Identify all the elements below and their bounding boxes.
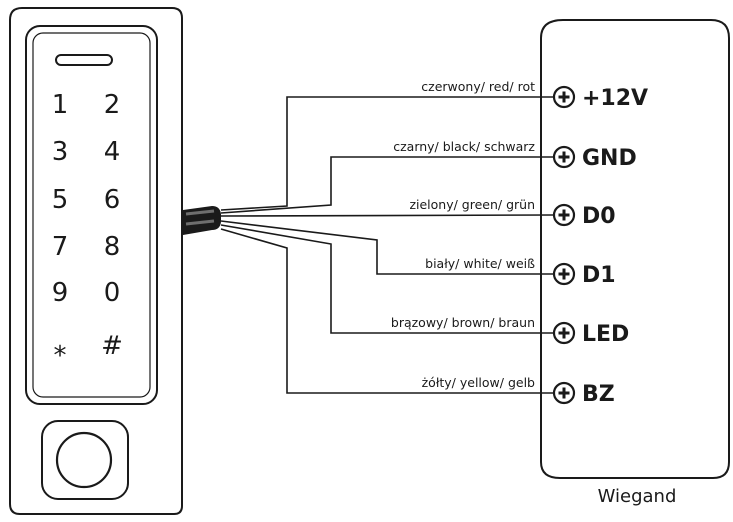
wire-label: zielony/ green/ grün [409, 197, 535, 212]
keypad-keys: 1 2 3 4 5 6 7 8 9 0 * # [52, 90, 123, 371]
fingerprint-window [41, 420, 129, 500]
wiegand-controller: Wiegand [540, 19, 730, 507]
keypad-key: # [101, 331, 123, 361]
status-led-slot [55, 54, 113, 66]
connection: zielony/ green/ grün D0 [220, 197, 616, 229]
wire-label: biały/ white/ weiß [425, 256, 535, 271]
terminal-label: BZ [582, 382, 615, 407]
wire [220, 214, 554, 217]
terminal-label: GND [582, 146, 637, 171]
keypad-key: 3 [52, 137, 69, 167]
terminal-label: +12V [582, 86, 648, 111]
screw-cross-icon [558, 327, 570, 339]
connection: biały/ white/ weiß D1 [220, 220, 616, 288]
controller-name: Wiegand [598, 486, 677, 507]
keypad-inner-face [32, 32, 151, 398]
connection: czarny/ black/ schwarz GND [220, 139, 637, 214]
keypad-key: 7 [52, 232, 69, 262]
keypad-key: 0 [104, 278, 121, 308]
keypad-key: 1 [52, 90, 69, 120]
wire [220, 96, 553, 211]
screw-cross-icon [558, 209, 570, 221]
connection: brązowy/ brown/ braun LED [220, 224, 629, 347]
terminal-label: LED [582, 322, 629, 347]
wire-label: brązowy/ brown/ braun [391, 315, 535, 330]
keypad-reader: 1 2 3 4 5 6 7 8 9 0 * # [9, 7, 183, 515]
screw-cross-icon [558, 387, 570, 399]
wire-label: czerwony/ red/ rot [421, 79, 535, 94]
wire-label: żółty/ yellow/ gelb [422, 375, 535, 390]
cable-stripe [185, 219, 215, 226]
wire [220, 228, 553, 394]
terminal-label: D1 [582, 263, 616, 288]
keypad-key: 2 [104, 90, 121, 120]
keypad-key: 8 [104, 232, 121, 262]
connection: żółty/ yellow/ gelb BZ [220, 228, 615, 407]
keypad-key: 5 [52, 185, 69, 215]
connection: czerwony/ red/ rot +12V [220, 79, 648, 211]
keypad-key: 4 [104, 137, 121, 167]
keypad-key: 6 [104, 185, 121, 215]
fingerprint-sensor-icon [55, 431, 113, 489]
keypad-panel [25, 25, 158, 405]
keypad-key: 9 [52, 278, 69, 308]
terminal-label: D0 [582, 204, 616, 229]
wire-connections: czerwony/ red/ rot +12V czarny/ black/ sch… [220, 79, 648, 407]
wire [220, 156, 553, 214]
wire [220, 224, 553, 334]
controller-box [540, 19, 730, 479]
cable-jacket [183, 206, 221, 235]
keypad-key: * [54, 341, 67, 371]
wire-label: czarny/ black/ schwarz [393, 139, 535, 154]
reader-housing [9, 7, 183, 515]
screw-cross-icon [558, 91, 570, 103]
wire [220, 220, 553, 275]
screw-cross-icon [558, 151, 570, 163]
screw-cross-icon [558, 268, 570, 280]
cable-stripe [185, 209, 215, 216]
reader-cable [183, 206, 221, 235]
